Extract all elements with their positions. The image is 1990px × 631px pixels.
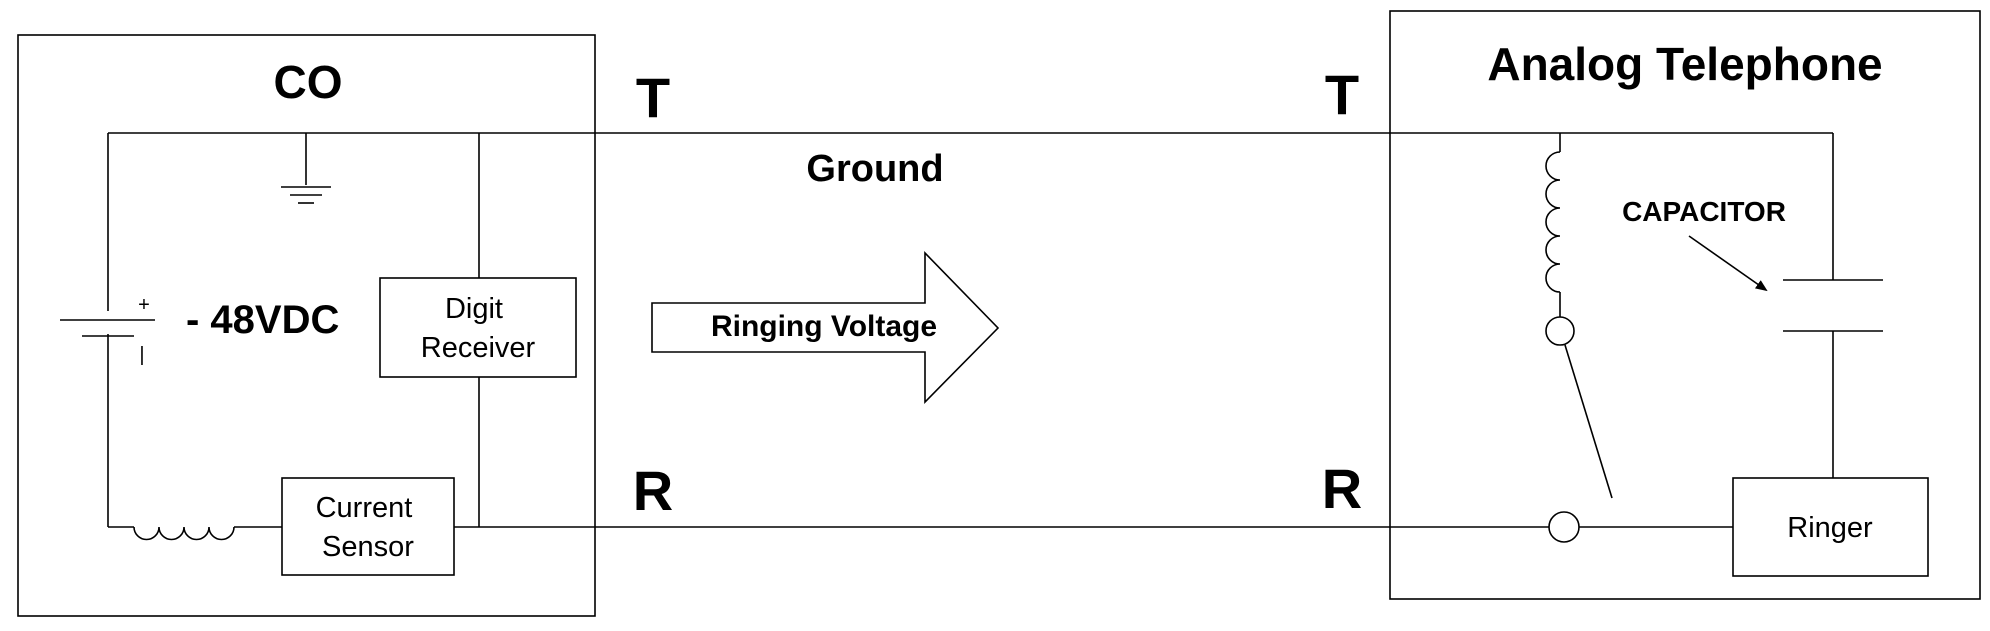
tip-label-left: T [636,66,670,129]
ringing-voltage-arrow [651,251,1000,404]
co-box [17,34,596,617]
ringing-voltage-label: Ringing Voltage [711,310,937,343]
capacitor-icon [1783,279,1883,332]
phone-inductor-coil [1545,151,1561,293]
digit-receiver-label: Digit Receiver [421,293,536,364]
ground-icon [281,133,331,204]
ground-label: Ground [806,148,943,190]
capacitor-pointer-arrow [1688,235,1768,292]
ringer-box [1732,477,1929,577]
co-inductor-coil [133,526,235,541]
tip-label-right: T [1325,63,1359,126]
digit-receiver-box [379,277,577,378]
capacitor-label: CAPACITOR [1622,196,1786,227]
ring-label-left: R [633,459,673,522]
battery-icon [60,319,155,337]
battery-plus-label: + [138,294,150,316]
ring-label-right: R [1322,457,1362,520]
switch-lever [1564,344,1613,499]
current-sensor-box [281,477,455,576]
switch-contact-bottom [1548,511,1580,543]
battery-minus-label: | [139,344,144,366]
switch-contact-top [1545,316,1575,346]
telephone-box [1389,10,1981,600]
voltage-label: - 48VDC [186,298,339,342]
current-sensor-label: Current Sensor [316,492,421,563]
co-title: CO [274,56,343,108]
telephone-title: Analog Telephone [1487,38,1882,90]
ringer-label: Ringer [1787,512,1873,544]
